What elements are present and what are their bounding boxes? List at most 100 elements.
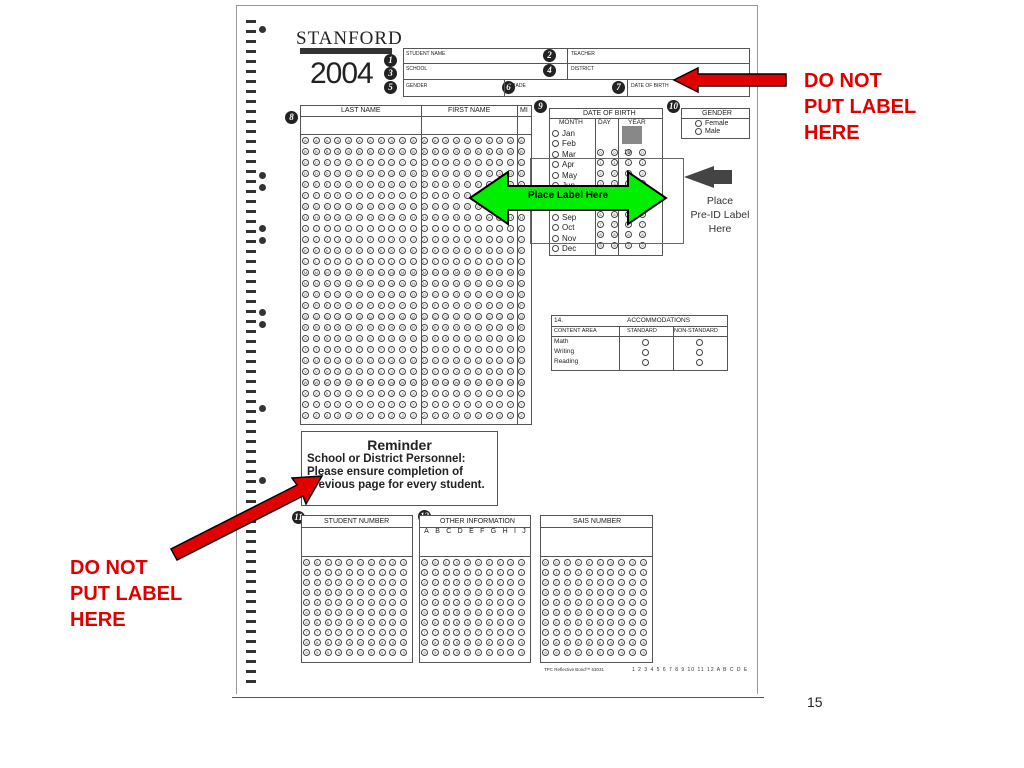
answer-bubble[interactable]: 9 [421,649,428,656]
answer-bubble[interactable]: 2 [639,169,646,177]
writing-nonstandard-bubble[interactable] [696,349,703,356]
answer-bubble[interactable]: U [356,357,363,364]
answer-bubble[interactable]: Z [312,412,320,419]
answer-bubble[interactable]: 0 [542,559,549,566]
answer-bubble[interactable]: 4 [475,599,482,606]
answer-bubble[interactable]: 3 [496,589,504,596]
answer-bubble[interactable]: 3 [563,589,571,596]
answer-bubble[interactable]: O [496,291,504,298]
answer-bubble[interactable]: 8 [611,231,618,239]
answer-bubble[interactable]: X [302,390,309,397]
answer-bubble[interactable]: M [334,269,342,276]
answer-bubble[interactable]: 8 [518,639,526,646]
answer-bubble[interactable]: W [420,379,428,386]
answer-bubble[interactable]: 9 [518,649,526,656]
answer-bubble[interactable]: 1 [496,569,504,576]
answer-bubble[interactable]: J [356,236,363,243]
answer-bubble[interactable]: O [356,291,363,298]
answer-bubble[interactable]: N [366,280,374,287]
answer-bubble[interactable]: 4 [400,599,408,606]
answer-bubble[interactable]: 7 [421,629,428,636]
answer-bubble[interactable]: 7 [542,629,549,636]
answer-bubble[interactable]: 1 [552,569,560,576]
answer-bubble[interactable]: Z [356,412,363,419]
answer-bubble[interactable]: L [474,258,482,265]
answer-bubble[interactable]: G [302,203,309,210]
answer-bubble[interactable]: I [302,225,309,232]
answer-bubble[interactable]: H [453,214,461,221]
answer-bubble[interactable]: 5 [453,609,461,616]
answer-bubble[interactable]: U [442,357,450,364]
answer-bubble[interactable]: E [442,181,450,188]
answer-bubble[interactable]: Y [323,401,331,408]
answer-bubble[interactable]: 6 [585,619,593,626]
answer-bubble[interactable]: 6 [313,619,321,626]
answer-bubble[interactable]: O [377,291,385,298]
answer-bubble[interactable]: 6 [453,619,461,626]
answer-bubble[interactable]: 8 [625,231,632,239]
answer-bubble[interactable]: B [485,148,493,155]
answer-bubble[interactable]: 2 [335,579,343,586]
answer-bubble[interactable]: K [464,247,471,254]
answer-bubble[interactable]: B [410,148,417,155]
answer-bubble[interactable]: 5 [485,609,493,616]
answer-bubble[interactable]: K [410,247,417,254]
answer-bubble[interactable]: Q [388,313,396,320]
answer-bubble[interactable]: W [312,379,320,386]
answer-bubble[interactable]: U [345,357,353,364]
answer-bubble[interactable]: 2 [475,579,482,586]
answer-bubble[interactable]: N [464,280,471,287]
answer-bubble[interactable]: Q [420,313,428,320]
answer-bubble[interactable]: I [366,225,374,232]
answer-bubble[interactable]: X [334,390,342,397]
answer-bubble[interactable]: 4 [367,599,375,606]
answer-bubble[interactable]: W [366,379,374,386]
answer-bubble[interactable]: B [323,148,331,155]
answer-bubble[interactable]: V [496,368,504,375]
answer-bubble[interactable]: 8 [378,639,386,646]
answer-bubble[interactable]: 9 [507,649,515,656]
answer-bubble[interactable]: C [496,159,504,166]
answer-bubble[interactable]: E [431,181,439,188]
answer-bubble[interactable]: T [474,346,482,353]
answer-bubble[interactable]: 8 [607,639,615,646]
answer-bubble[interactable]: 6 [335,619,343,626]
answer-bubble[interactable]: 0 [367,559,375,566]
answer-bubble[interactable]: 3 [346,589,354,596]
answer-bubble[interactable]: 3 [618,589,626,596]
answer-bubble[interactable]: H [302,214,309,221]
month-option[interactable]: Dec [552,244,577,255]
answer-bubble[interactable]: Z [453,412,461,419]
answer-bubble[interactable]: H [518,214,525,221]
answer-bubble[interactable]: Y [388,401,396,408]
answer-bubble[interactable]: E [312,181,320,188]
answer-bubble[interactable]: M [388,269,396,276]
answer-bubble[interactable]: U [496,357,504,364]
answer-bubble[interactable]: 4 [552,599,560,606]
answer-bubble[interactable]: 3 [552,589,560,596]
answer-bubble[interactable]: X [410,390,417,397]
answer-bubble[interactable]: V [410,368,417,375]
answer-bubble[interactable]: H [323,214,331,221]
month-option[interactable]: Oct [552,223,577,234]
answer-bubble[interactable]: M [420,269,428,276]
answer-bubble[interactable]: 7 [596,629,604,636]
answer-bubble[interactable]: M [464,269,471,276]
answer-bubble[interactable]: 3 [475,589,482,596]
answer-bubble[interactable]: F [377,192,385,199]
answer-bubble[interactable]: 6 [431,619,439,626]
answer-bubble[interactable]: U [366,357,374,364]
answer-bubble[interactable]: U [312,357,320,364]
answer-bubble[interactable]: 0 [552,559,560,566]
answer-bubble[interactable]: T [377,346,385,353]
answer-bubble[interactable]: N [345,280,353,287]
answer-bubble[interactable]: 6 [563,619,571,626]
answer-bubble[interactable]: U [485,357,493,364]
answer-bubble[interactable]: G [442,203,450,210]
answer-bubble[interactable]: L [399,258,407,265]
answer-bubble[interactable]: P [345,302,353,309]
answer-bubble[interactable]: 9 [357,649,364,656]
answer-bubble[interactable]: X [442,390,450,397]
answer-bubble[interactable]: 4 [542,599,549,606]
answer-bubble[interactable]: A [464,137,471,144]
